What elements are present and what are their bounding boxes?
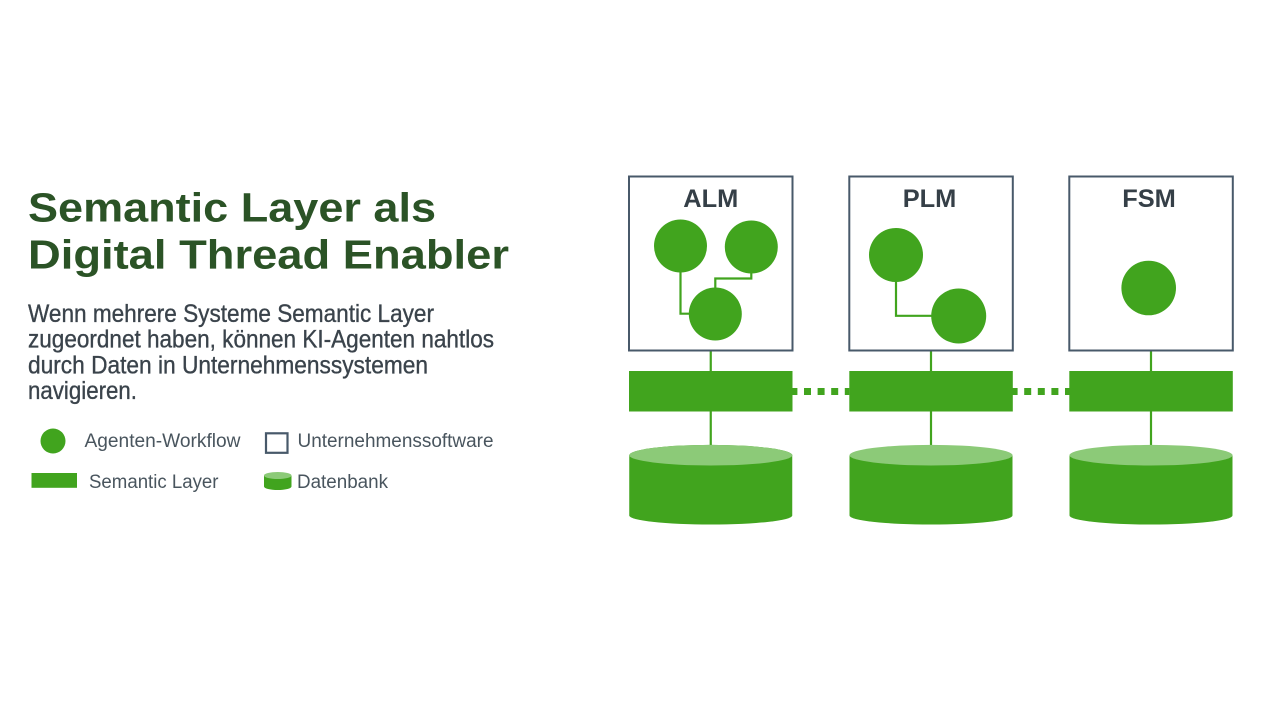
svg-text:ALM: ALM bbox=[683, 185, 738, 213]
svg-text:zugeordnet haben, können KI-Ag: zugeordnet haben, können KI-Agenten naht… bbox=[28, 326, 494, 354]
svg-text:Datenbank: Datenbank bbox=[297, 472, 388, 493]
svg-text:Semantic Layer als: Semantic Layer als bbox=[28, 185, 436, 231]
svg-text:Wenn mehrere Systeme Semantic: Wenn mehrere Systeme Semantic Layer bbox=[28, 300, 434, 328]
svg-text:Unternehmenssoftware: Unternehmenssoftware bbox=[298, 431, 494, 452]
svg-text:Digital Thread Enabler: Digital Thread Enabler bbox=[28, 232, 509, 278]
svg-text:Semantic Layer: Semantic Layer bbox=[89, 472, 219, 493]
svg-text:Agenten-Workflow: Agenten-Workflow bbox=[85, 431, 241, 452]
svg-text:navigieren.: navigieren. bbox=[28, 377, 137, 405]
svg-text:durch Daten in Unternehmenssys: durch Daten in Unternehmenssystemen bbox=[28, 352, 428, 380]
svg-text:FSM: FSM bbox=[1122, 185, 1176, 213]
svg-text:PLM: PLM bbox=[903, 185, 957, 213]
